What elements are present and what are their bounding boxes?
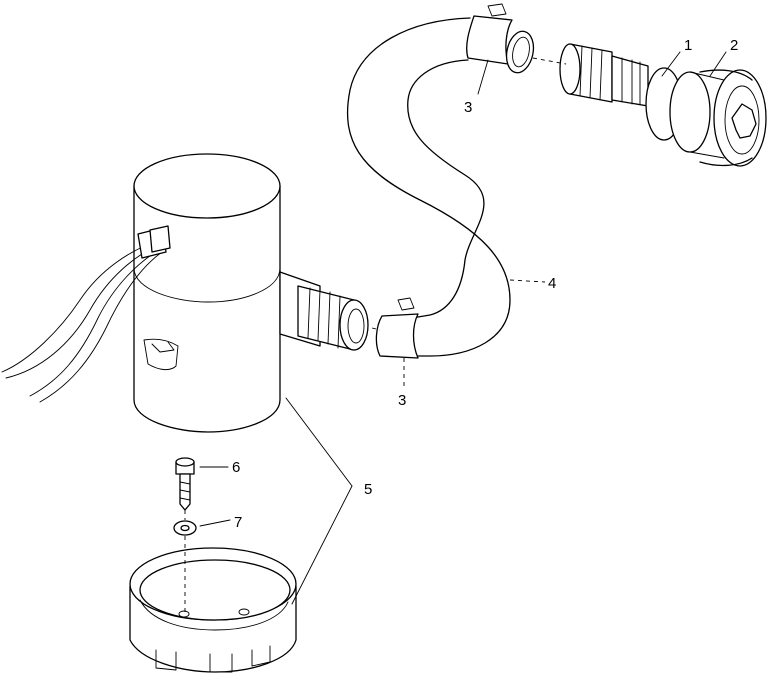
pump-base [129,547,297,673]
callout-3-top: 3 [464,99,472,116]
callout-5: 5 [364,481,372,498]
hose-clamp-bottom [375,297,419,359]
callout-7: 7 [234,514,242,531]
thru-hull-fitting [559,43,767,167]
callout-2: 2 [730,37,738,54]
hose-clamp-top [466,3,535,74]
callout-4: 4 [548,275,556,292]
callout-3-bottom: 3 [398,392,406,409]
mounting-screw [175,457,195,511]
callout-1: 1 [684,37,692,54]
bilge-pump [133,153,369,433]
discharge-hose [346,17,511,357]
callout-6: 6 [232,459,240,476]
leader-lines [199,51,727,605]
pump-wiring [1,225,171,403]
alignment-lines [184,57,567,612]
washer [173,520,197,536]
